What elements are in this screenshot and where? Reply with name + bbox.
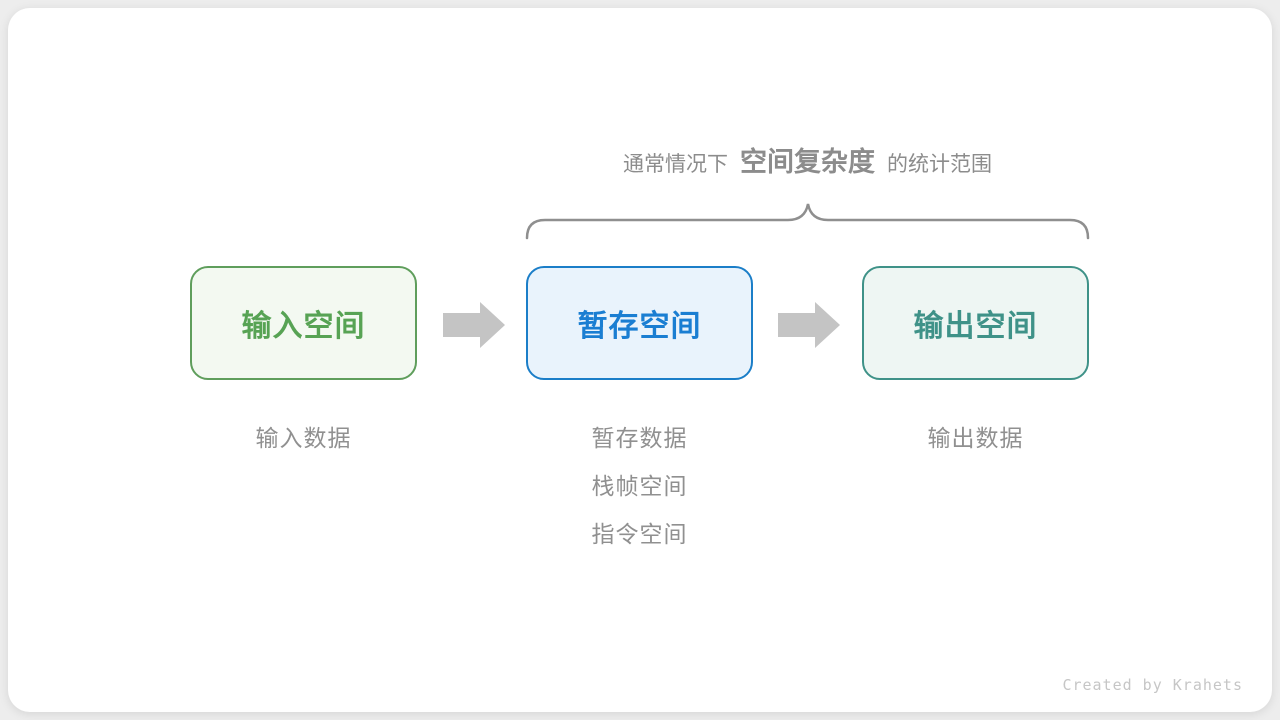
sub-item: 暂存数据	[591, 425, 688, 451]
annotation-emphasis: 空间复杂度	[740, 147, 875, 177]
sub-item: 输入数据	[255, 425, 352, 451]
credit-text: Created by Krahets	[1062, 676, 1243, 694]
node-output-space-label: 输出空间	[913, 310, 1038, 343]
sub-item: 输出数据	[927, 425, 1024, 451]
right-arrow-shape	[443, 302, 505, 348]
node-temp-space-label: 暂存空间	[577, 310, 702, 343]
annotation-prefix: 通常情况下	[623, 153, 728, 176]
sub-item: 指令空间	[591, 521, 688, 547]
node-output-space: 输出空间	[862, 266, 1089, 380]
annotation-suffix: 的统计范围	[887, 153, 992, 176]
scope-brace-icon	[525, 203, 1090, 240]
right-arrow-icon	[443, 302, 505, 348]
node-temp-space: 暂存空间	[526, 266, 753, 380]
input-space-sub-items: 输入数据	[190, 414, 417, 462]
right-arrow-icon	[778, 302, 840, 348]
node-input-space-label: 输入空间	[241, 310, 366, 343]
scope-brace-path	[525, 203, 1090, 240]
scope-annotation: 通常情况下 空间复杂度 的统计范围	[525, 140, 1090, 192]
right-arrow-shape	[778, 302, 840, 348]
node-input-space: 输入空间	[190, 266, 417, 380]
temp-space-sub-items: 暂存数据 栈帧空间 指令空间	[526, 414, 753, 558]
sub-item: 栈帧空间	[591, 473, 688, 499]
output-space-sub-items: 输出数据	[862, 414, 1089, 462]
